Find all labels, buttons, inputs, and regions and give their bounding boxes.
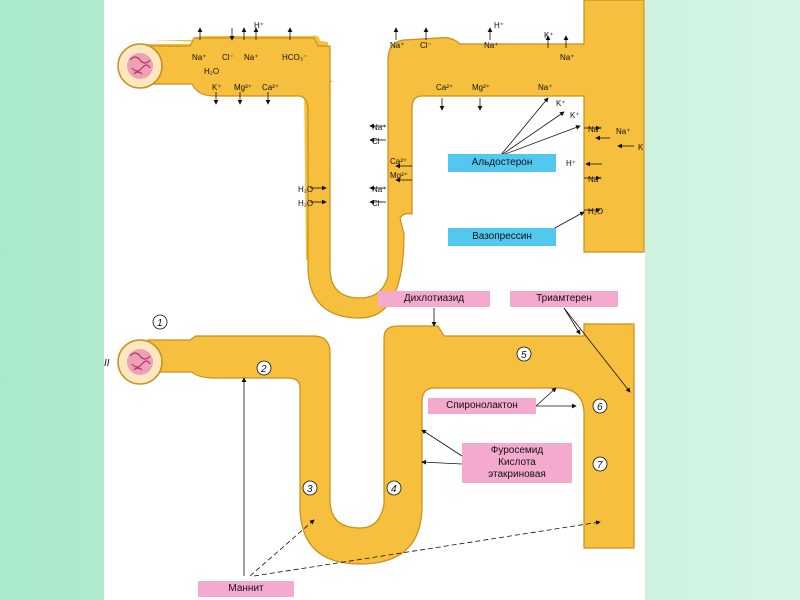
ion-k-1: K⁺	[212, 83, 222, 92]
site-6-circle	[592, 398, 608, 414]
ethacrynic-acid-label-1: Кислота	[498, 457, 536, 468]
ion-na-3: Na⁺	[390, 41, 404, 50]
site-5-circle	[516, 346, 532, 362]
aldosterone-box: Альдостерон	[448, 154, 556, 172]
ion-ca-3: Ca²⁺	[436, 83, 453, 92]
ion-h2o-2: H₂O	[298, 185, 313, 194]
ion-mg-2: Mg²⁺	[390, 171, 408, 180]
spironolactone-box: Спиронолактон	[428, 398, 536, 414]
ion-h2o-1: H₂O	[204, 67, 219, 76]
top-ion-labels: Na⁺ Cl⁻ H⁺ Na⁺ HCO₃⁻ H₂O K⁺ Mg²⁺ Ca²⁺ Na…	[192, 21, 644, 216]
ion-cl-4: Cl⁻	[372, 199, 384, 208]
site-7: 7	[597, 460, 603, 471]
mannitol-box: Маннит	[198, 581, 294, 597]
site-5: 5	[521, 350, 527, 361]
site-6: 6	[597, 402, 603, 413]
furosemide-label: Фуросемид	[490, 445, 544, 456]
top-tubule-body	[147, 0, 645, 319]
ion-na-6: Na⁺	[484, 41, 498, 50]
dichlothiazide-box: Дихлотиазид	[378, 291, 490, 307]
ion-k-4: K⁺	[570, 111, 580, 120]
site-2-circle	[256, 360, 272, 376]
ethacrynic-acid-label-2: этакриновая	[488, 469, 546, 480]
ion-ca-1: Ca²⁺	[262, 83, 279, 92]
ion-na-11: Na⁺	[588, 175, 602, 184]
ion-h2o-3: H₂O	[298, 199, 313, 208]
panel-label: II	[104, 358, 110, 369]
ion-cl-2: Cl⁻	[420, 41, 432, 50]
glomerulus-top	[117, 43, 163, 89]
site-3: 3	[307, 484, 313, 495]
site-1-circle	[152, 314, 168, 330]
ion-k-2: K⁺	[544, 31, 554, 40]
ion-mg-1: Mg²⁺	[234, 83, 252, 92]
site-7-circle	[592, 456, 608, 472]
site-4: 4	[391, 484, 397, 495]
ion-na-9: Na⁺	[588, 125, 602, 134]
ion-k-5: K	[638, 143, 644, 152]
site-3-circle	[302, 480, 318, 496]
ion-h-1: H⁺	[254, 21, 264, 30]
top-transport-arrows	[197, 27, 634, 213]
ion-hco3: HCO₃⁻	[282, 53, 307, 62]
vasopressin-box: Вазопрессин	[448, 228, 556, 246]
site-numbers: 1 2 3 4 5 6 7 II	[104, 314, 608, 496]
ion-na-2: Na⁺	[244, 53, 258, 62]
glomerulus-bottom	[117, 339, 163, 385]
ion-mg-3: Mg²⁺	[472, 83, 490, 92]
drug-arrows	[241, 307, 631, 577]
site-2: 2	[260, 364, 267, 375]
ion-na-10: Na⁺	[616, 127, 630, 136]
bottom-tubule-body	[147, 323, 635, 565]
slide: Na⁺ Cl⁻ H⁺ Na⁺ HCO₃⁻ H₂O K⁺ Mg²⁺ Ca²⁺ Na…	[104, 0, 645, 600]
site-1: 1	[157, 318, 163, 329]
ion-na-5: Na⁺	[372, 185, 386, 194]
ion-k-3: K⁺	[556, 99, 566, 108]
ion-cl-3: Cl⁻	[372, 137, 384, 146]
nephron-diagram: Na⁺ Cl⁻ H⁺ Na⁺ HCO₃⁻ H₂O K⁺ Mg²⁺ Ca²⁺ Na…	[104, 0, 645, 577]
ion-na-1: Na⁺	[192, 53, 206, 62]
ion-ca-2: Ca²⁺	[390, 157, 407, 166]
triamterene-box: Триамтерен	[510, 291, 618, 307]
ion-na-7: Na⁺	[560, 53, 574, 62]
ion-h-2: H⁺	[494, 21, 504, 30]
ion-na-8: Na⁺	[538, 83, 552, 92]
furosemide-box: Фуросемид Кислота этакриновая	[462, 443, 572, 483]
ion-h-3: H⁺	[566, 159, 576, 168]
site-4-circle	[386, 480, 402, 496]
ion-h2o-4: H₂O	[588, 207, 603, 216]
ion-na-4: Na⁺	[372, 123, 386, 132]
ion-cl-1: Cl⁻	[222, 53, 234, 62]
